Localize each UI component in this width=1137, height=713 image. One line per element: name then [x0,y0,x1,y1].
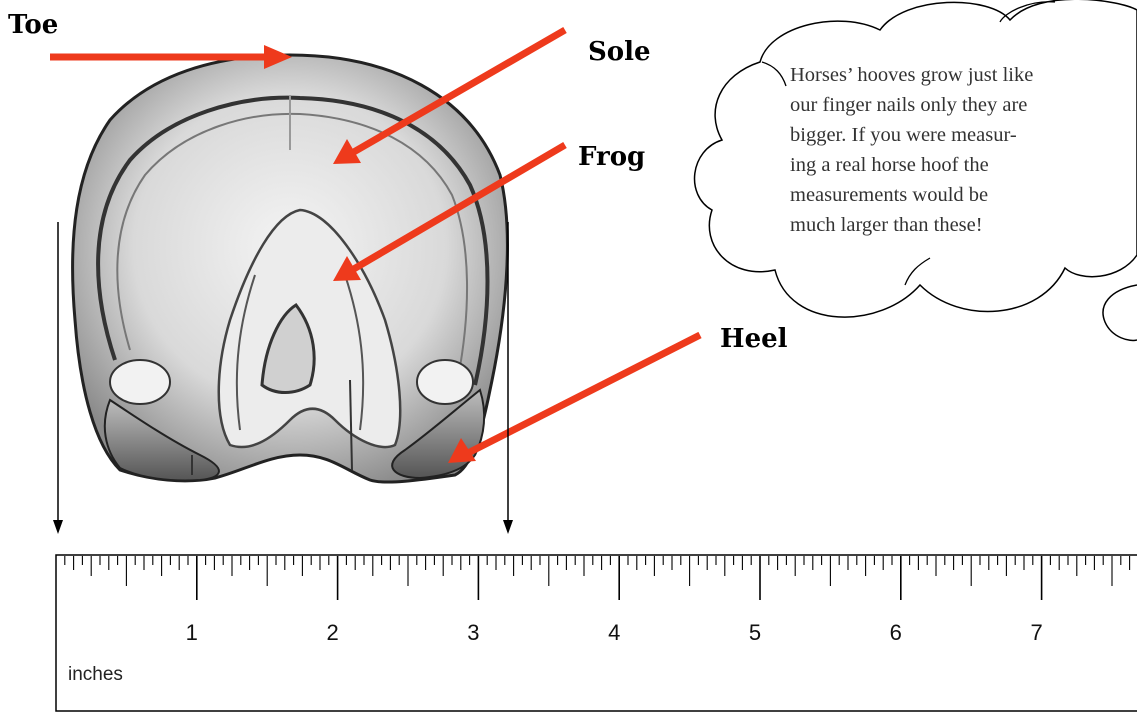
heel-label: Heel [720,324,788,354]
hoof-illustration [73,55,508,482]
ruler-unit-label: inches [68,664,123,686]
left-guide-arrowhead [53,520,63,534]
ruler-number: 4 [608,620,620,645]
cloud-small-bubble [1103,285,1137,340]
ruler-number: 3 [467,620,479,645]
ruler-number: 5 [749,620,761,645]
bubble-line: much larger than these! [790,210,1090,240]
ruler-number: 6 [890,620,902,645]
bubble-line: measurements would be [790,180,1090,210]
thought-bubble-text: Horses’ hooves grow just like our finger… [790,60,1090,240]
toe-label: Toe [8,10,58,40]
bubble-line: ing a real horse hoof the [790,150,1090,180]
ruler-body [56,555,1137,711]
ruler: 1 2 3 4 5 6 7 [56,555,1137,711]
bubble-line: Horses’ hooves grow just like [790,60,1090,90]
bubble-line: bigger. If you were measur- [790,120,1090,150]
bar-right [417,360,473,404]
ruler-number: 7 [1030,620,1042,645]
bubble-line: our finger nails only they are [790,90,1090,120]
bar-left [110,360,170,404]
frog-label: Frog [578,142,645,172]
ruler-number: 2 [326,620,338,645]
ruler-number: 1 [186,620,198,645]
right-guide-arrowhead [503,520,513,534]
sole-label: Sole [588,37,651,67]
